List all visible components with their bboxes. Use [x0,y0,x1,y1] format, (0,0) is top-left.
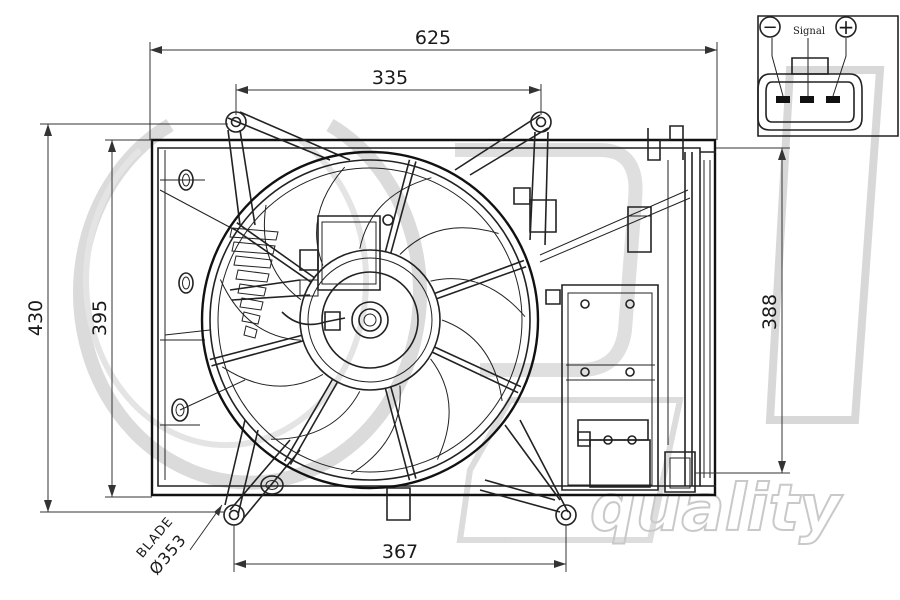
fan-blade [221,366,324,387]
fan-blade [270,391,361,440]
pin-signal [800,96,814,103]
duct-rib [229,227,279,241]
pin-negative [776,96,790,103]
duct-rib [231,241,276,255]
resistor-module [386,160,696,521]
dim-overall-width: 625 [415,27,451,49]
bracket-spoke [384,159,411,252]
air-duct-ribs [229,227,279,339]
duct-rib [235,269,270,283]
bracket-spoke [434,346,522,388]
minus-symbol: − [762,17,777,38]
bracket-spoke [390,161,417,254]
fan-rotor [200,150,540,490]
bracket-spoke [284,378,334,462]
bracket-spoke [390,386,417,479]
bracket-spoke [434,259,525,295]
pin-positive [826,96,840,103]
fan-blade [359,177,432,249]
bracket-spoke [236,222,315,279]
bracket-spoke [384,388,411,481]
duct-rib [237,283,267,297]
bracket-spoke [436,265,527,300]
bracket-spoke [431,351,519,394]
motor-bracket-spokes [209,159,527,481]
signal-label: Signal [793,26,825,37]
fan-blade [399,227,499,255]
dim-mount-height: 395 [89,300,111,336]
duct-rib [239,297,264,311]
plus-symbol: + [838,15,855,39]
duct-rib [233,255,273,269]
fan-blade [430,358,450,460]
fan-blade [441,319,503,402]
dim-overall-height: 430 [25,300,47,336]
bracket-spoke [211,340,304,367]
bracket-spoke [209,334,302,361]
duct-rib [241,311,261,325]
fan-blade [350,385,401,475]
duct-rib [243,325,258,339]
connector-pinout [757,15,899,137]
motor-wiring [229,214,394,339]
dim-mount-width: 335 [372,67,408,89]
dim-bottom-width: 367 [382,541,418,563]
watermark-text: quality [590,472,843,546]
fan-blade [430,278,526,318]
dimension-lines [40,42,790,572]
bracket-spoke [289,381,339,465]
bracket-spoke [232,227,312,283]
dim-right-height: 388 [759,294,781,330]
